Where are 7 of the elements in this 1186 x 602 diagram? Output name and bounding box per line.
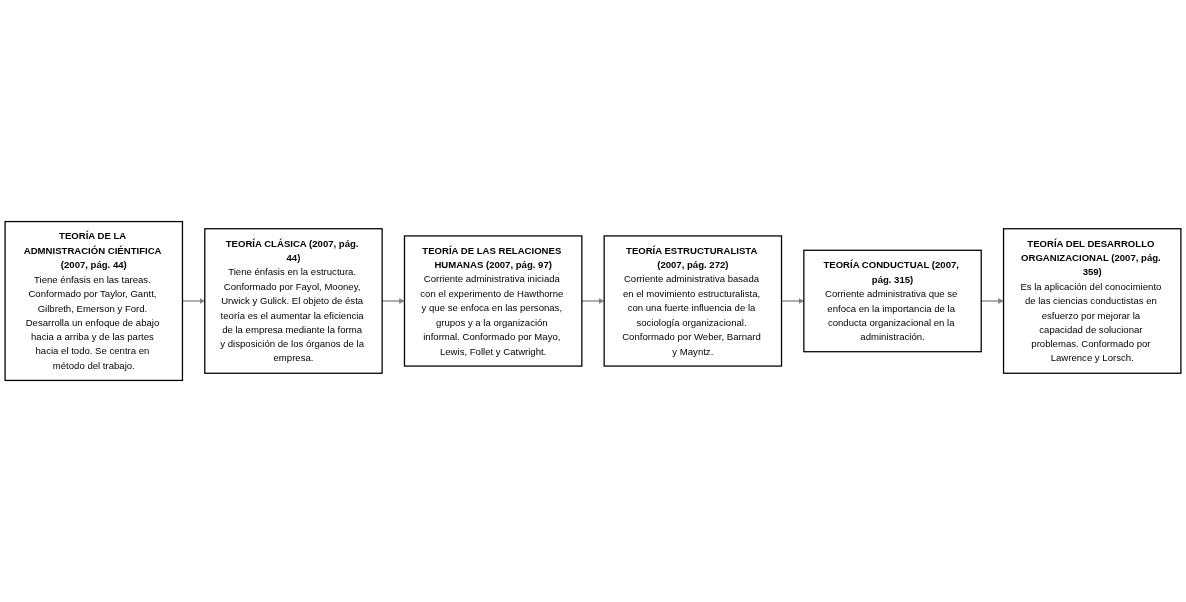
node-box: TEORÍA CONDUCTUAL (2007, pág. 315) Corriente administrativa que se enfoca en la importancia de la conducta organizacional en la administración.: [803, 249, 982, 353]
node-box: TEORÍA DE LA ADMNISTRACIÓN CIÉNTIFICA (2007, pág. 44) Tiene énfasis en las tareas. Conformado por Taylor, Gantt, Gilbreth, Emerson y Ford. Desarrolla un enfoque de abajo hacia a arriba y de las partes hacia el todo. Se centra en método del trabajo.: [4, 220, 184, 382]
arrow: [581, 298, 605, 304]
node-box: TEORÍA DE LAS RELACIONES HUMANAS (2007, pág. 97) Corriente administrativa iniciada con el experimento de Hawthorne y que se enfoca en las personas, grupos y a la organización informal. Conformado por Mayo, Lewis, Follet y Catwright.: [403, 235, 583, 367]
node-box: TEORÍA CLÁSICA (2007, pág. 44) Tiene énfasis en la estructura. Conformado por Fayol, Mooney, Urwick y Gulick. El objeto de ésta teoría es el aumentar la eficiencia de la empresa mediante la forma y disposición de los órganos de la empresa.: [204, 228, 383, 374]
node-box: TEORÍA DEL DESARROLLO ORGANIZACIONAL (2007, pág. 359) Es la aplicación del conocimiento de las ciencias conductistas en esfuerzo por mejorar la capacidad de solucionar problemas. Conformado por Lawrence y Lorsch.: [1002, 228, 1182, 374]
node-box: TEORÍA ESTRUCTURALISTA (2007, pág. 272) Corriente administrativa basada en el movimiento estructuralista, con una fuerte influencia de la sociología organizacional. Conformado por Weber, Barnard y Mayntz.: [603, 235, 783, 367]
